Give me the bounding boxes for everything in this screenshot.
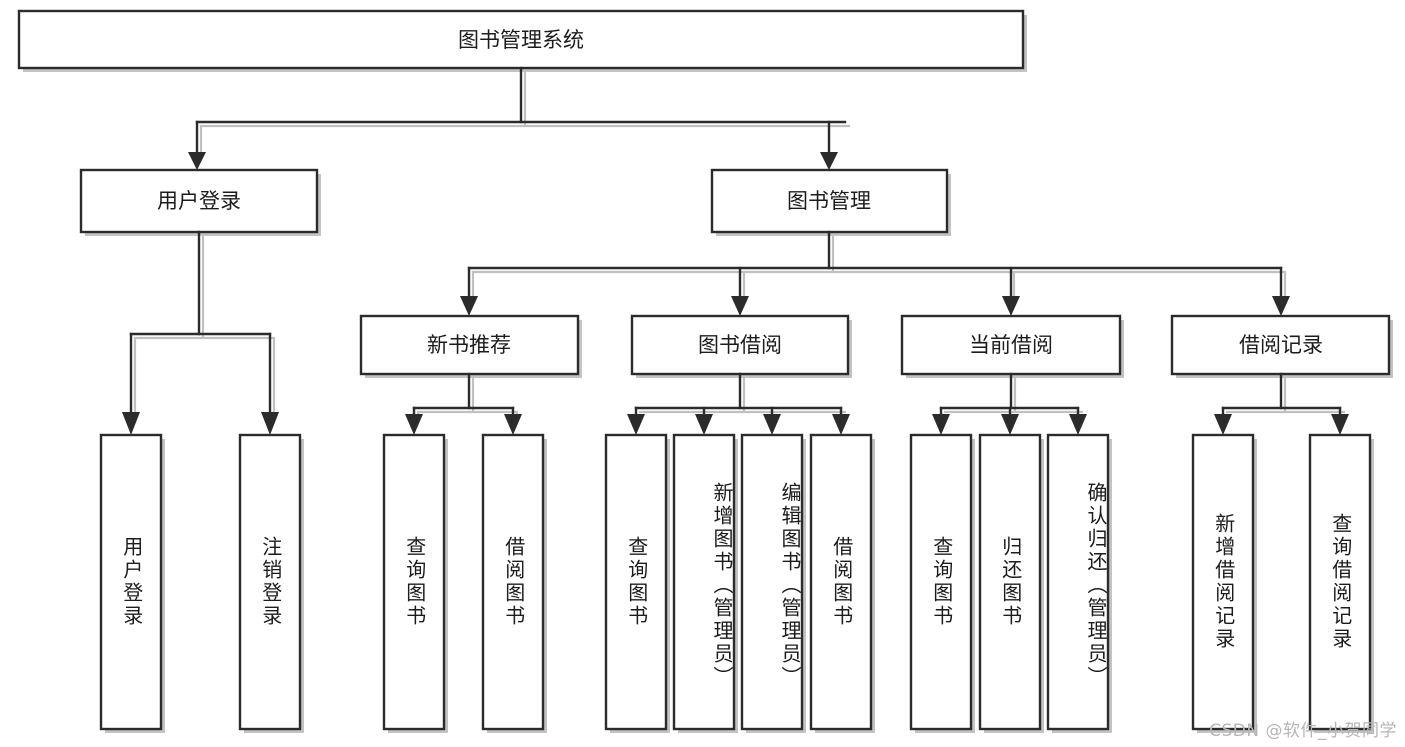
leaf-node-query-book-2[interactable] xyxy=(604,433,670,733)
arrow-head-icon xyxy=(695,414,713,435)
arrow-head-icon xyxy=(1069,414,1087,435)
leaf-node-user-login[interactable] xyxy=(99,433,165,733)
node-current-borrow-box xyxy=(900,314,1122,376)
leaf-node-borrow-book-1[interactable] xyxy=(481,433,547,733)
arrow-head-icon xyxy=(731,296,749,316)
leaf-node-add-book[interactable] xyxy=(672,433,738,733)
node-book-management-label: 图书管理 xyxy=(787,189,871,213)
leaf-query-book-2-box xyxy=(604,433,668,731)
arrow-head-icon xyxy=(832,414,850,435)
leaf-query-book-3-box xyxy=(909,433,973,731)
node-user-login-box xyxy=(79,168,319,234)
leaf-node-logout[interactable] xyxy=(238,433,304,733)
node-borrow-record[interactable] xyxy=(1170,314,1393,378)
arrow-head-icon xyxy=(122,412,140,435)
leaf-node-edit-book[interactable] xyxy=(740,433,806,733)
arrow-head-icon xyxy=(627,414,645,435)
node-root-box xyxy=(17,9,1025,70)
leaf-borrow-book-1-box xyxy=(481,433,545,731)
csdn-watermark: CSDN @软件_小贺同学 xyxy=(1209,721,1397,741)
connector-bookborrow-to-leaves xyxy=(627,372,850,435)
leaf-node-add-borrow-record[interactable] xyxy=(1191,433,1257,733)
arrow-head-icon xyxy=(188,152,206,170)
node-new-book-recommend[interactable] xyxy=(359,314,582,378)
leaf-borrow-book-2-box xyxy=(809,433,873,731)
leaf-node-query-borrow-record[interactable] xyxy=(1308,433,1374,733)
node-user-login[interactable] xyxy=(79,168,321,236)
arrow-head-icon xyxy=(405,414,423,435)
leaf-confirm-return-box xyxy=(1046,433,1110,731)
node-current-borrow[interactable] xyxy=(900,314,1124,378)
node-new-book-recommend-box xyxy=(359,314,580,376)
node-borrow-record-box xyxy=(1170,314,1391,376)
arrow-head-icon xyxy=(1272,296,1290,316)
arrow-head-icon xyxy=(1331,414,1349,435)
leaf-node-confirm-return[interactable] xyxy=(1046,433,1112,733)
connector-userlogin-to-leaves xyxy=(122,230,279,435)
connector-borrowrecord-to-leaves xyxy=(1214,372,1349,435)
leaf-add-borrow-record-box xyxy=(1191,433,1255,731)
arrow-head-icon xyxy=(1002,296,1020,316)
connector-newbook-to-leaves xyxy=(405,372,522,435)
arrow-head-icon xyxy=(1001,414,1019,435)
leaf-node-query-book-3[interactable] xyxy=(909,433,975,733)
arrow-head-icon xyxy=(932,414,950,435)
node-book-borrow[interactable] xyxy=(630,314,852,378)
node-root[interactable] xyxy=(17,9,1027,72)
node-current-borrow-label: 当前借阅 xyxy=(969,333,1053,357)
connector-root-to-level1 xyxy=(188,66,851,170)
arrow-head-icon xyxy=(763,414,781,435)
node-root-label: 图书管理系统 xyxy=(458,28,584,52)
leaf-return-book-box xyxy=(978,433,1042,731)
arrow-head-icon xyxy=(504,414,522,435)
leaf-logout-box xyxy=(238,433,302,731)
connector-bookmgmt-to-level2 xyxy=(460,230,1290,316)
node-book-borrow-label: 图书借阅 xyxy=(698,333,782,357)
leaf-edit-book-box xyxy=(740,433,804,731)
leaf-node-query-book-1[interactable] xyxy=(382,433,448,733)
leaf-query-borrow-record-box xyxy=(1308,433,1372,731)
leaf-add-book-box xyxy=(672,433,736,731)
node-user-login-label: 用户登录 xyxy=(157,189,241,213)
arrow-head-icon xyxy=(1214,414,1232,435)
connector-currentborrow-to-leaves xyxy=(932,372,1087,435)
node-borrow-record-label: 借阅记录 xyxy=(1239,333,1323,357)
arrow-head-icon xyxy=(261,412,279,435)
leaf-query-book-1-box xyxy=(382,433,446,731)
arrow-head-icon xyxy=(460,296,478,316)
arrow-head-icon xyxy=(820,152,838,170)
node-new-book-recommend-label: 新书推荐 xyxy=(427,333,511,357)
leaf-node-borrow-book-2[interactable] xyxy=(809,433,875,733)
leaf-node-return-book[interactable] xyxy=(978,433,1044,733)
leaf-user-login-box xyxy=(99,433,163,731)
